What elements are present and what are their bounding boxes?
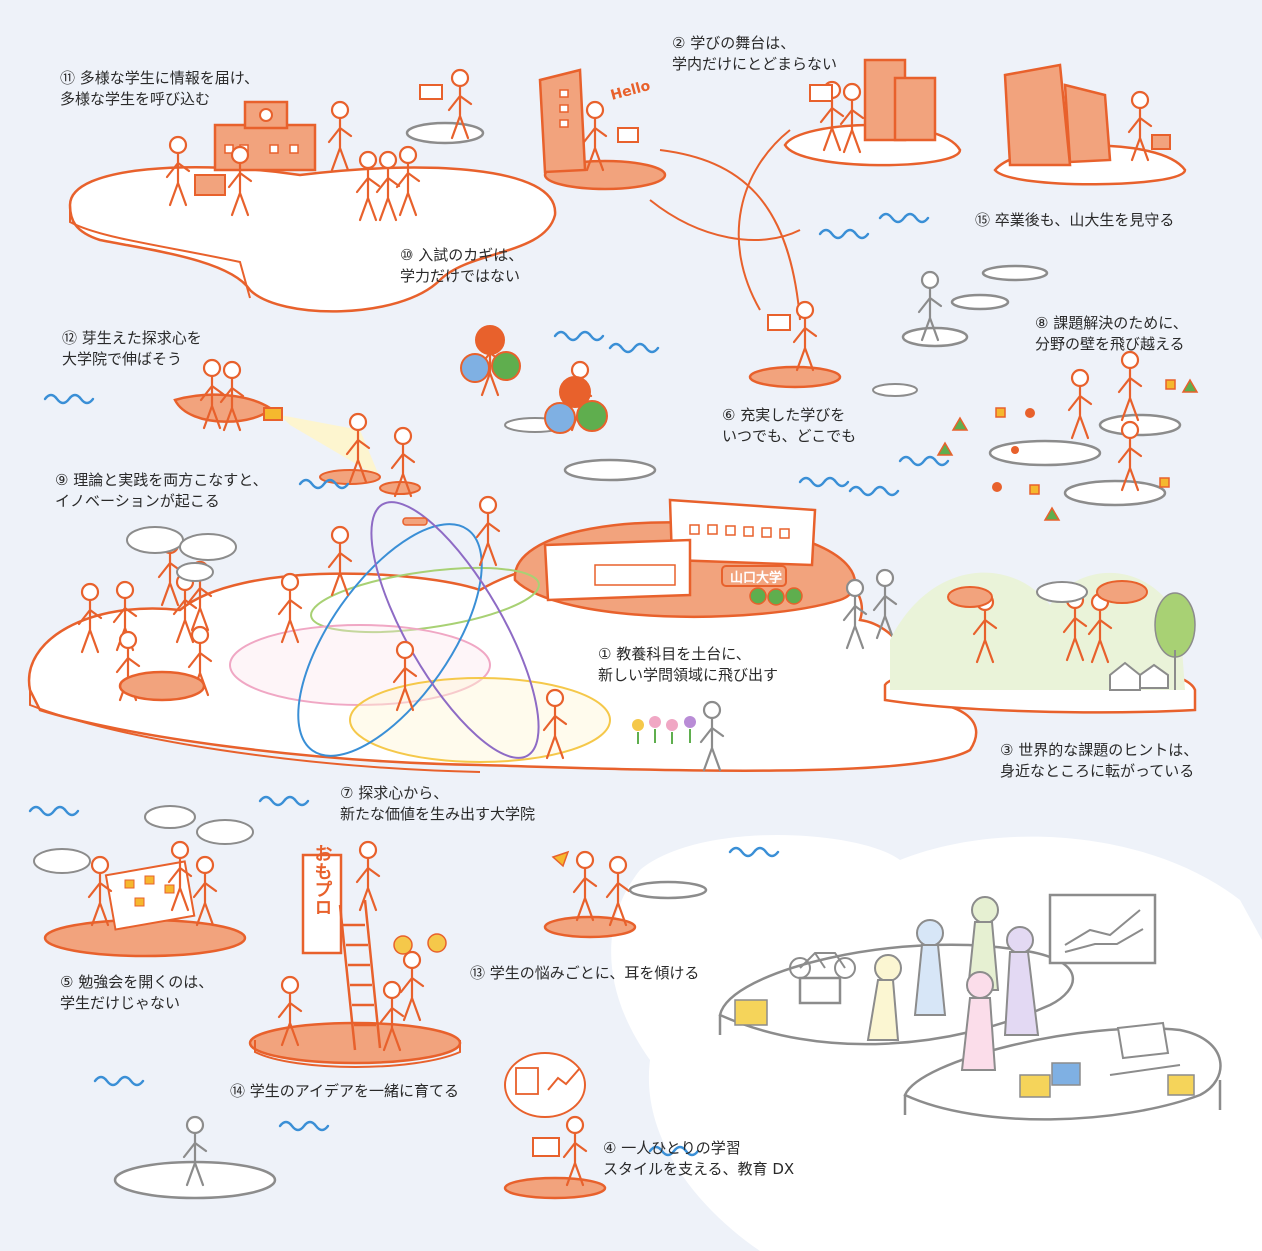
island-global-issues: [883, 572, 1197, 714]
island-graduate-boat: [173, 358, 421, 498]
caption-learning-stage: ② 学びの舞台は、学内だけにとどまらない: [672, 34, 838, 73]
caption-admission: ⑩ 入試のカギは、学力だけではない: [400, 246, 524, 285]
briefcase-icon: [1151, 134, 1171, 150]
laptop-icon: [532, 1137, 560, 1157]
caption-liberal-arts: ① 教養科目を土台に、新しい学問領域に飛び出す: [598, 645, 779, 684]
green-circle-icon: [491, 351, 521, 381]
caption-innovation: ⑨ 理論と実践を両方こなすと、イノベーションが起こる: [55, 471, 268, 510]
caption-study-session: ⑤ 勉強会を開くのは、学生だけじゃない: [60, 973, 214, 1012]
orange-circle-icon: [559, 376, 591, 408]
caption-global-issues: ③ 世界的な課題のヒントは、身近なところに転がっている: [1000, 741, 1199, 780]
shape-triangle-icon: [936, 378, 1199, 521]
flower-icon: [632, 716, 696, 744]
laptop-icon: [767, 314, 791, 331]
green-circle-icon: [576, 400, 608, 432]
island-student-counsel: [543, 850, 708, 939]
laptop-icon: [1109, 1021, 1181, 1076]
university-sign: [721, 565, 787, 587]
laptop-icon: [617, 127, 639, 143]
office-building-icon: [863, 58, 937, 142]
speech-bubble-icon: [33, 805, 254, 874]
tree-icon: [1154, 592, 1196, 690]
shape-square-icon: [995, 379, 1176, 495]
laptop-icon: [419, 84, 443, 100]
island-bottom-left: [113, 1115, 277, 1200]
island-idea-incubation: おもプロ: [248, 840, 462, 1068]
university-sign-text: 山口大学: [730, 570, 782, 586]
office-building-icon: [538, 68, 587, 174]
flashlight-icon: [263, 407, 283, 421]
school-building-icon: [543, 498, 817, 602]
cube-icon: [734, 999, 1195, 1098]
house-icon: [1109, 661, 1169, 691]
caption-student-counsel: ⑬ 学生の悩みごとに、耳を傾ける: [470, 964, 700, 982]
caption-alumni: ⑮ 卒業後も、山大生を見守る: [975, 211, 1175, 229]
island-alumni: [993, 63, 1187, 186]
caption-outreach: ⑪ 多様な学生に情報を届け、多様な学生を呼び込む: [60, 69, 260, 108]
caption-graduate-school: ⑫ 芽生えた探求心を大学院で伸ばそう: [62, 329, 202, 368]
island-anytime: [748, 300, 918, 397]
pad-laptop: [405, 68, 485, 145]
island-education-dx: [503, 1052, 607, 1200]
office-building-icon: [1003, 63, 1112, 167]
blue-circle-icon: [460, 353, 490, 383]
orange-circle-icon: [475, 325, 505, 355]
firework-icon: [393, 933, 447, 955]
banner-icon: [301, 853, 343, 955]
island-hello: Hello: [538, 68, 667, 191]
caption-anytime-learning: ⑥ 充実した学びをいつでも、どこでも: [722, 406, 857, 445]
laptop-icon: [809, 84, 833, 102]
connection-arcs: [649, 129, 801, 321]
caption-education-dx: ④ 一人ひとりの学習スタイルを支える、教育 DX: [603, 1139, 795, 1178]
caption-interdisciplinary: ⑧ 課題解決のために、分野の壁を飛び越える: [1035, 314, 1188, 353]
island-outreach: [68, 100, 557, 313]
island-admission: [460, 325, 657, 482]
banner-text: おもプロ: [312, 844, 333, 916]
island-offsite: [783, 58, 962, 167]
speech-bubble-icon: [947, 580, 1148, 608]
flashlight-beam: [280, 415, 380, 478]
caption-idea-incubation: ⑭ 学生のアイデアを一緒に育てる: [230, 1082, 460, 1100]
island-study-session: [33, 805, 254, 958]
speech-bubble-icon: [126, 526, 237, 582]
shape-circle-icon: [992, 408, 1035, 492]
island-interdisciplinary: [901, 264, 1199, 521]
future-classroom: [718, 893, 1222, 1121]
main-island: 山口大学: [27, 495, 978, 773]
research-ellipses: [229, 501, 611, 763]
speech-bubble-icon: [1036, 581, 1088, 603]
ladder-icon: [338, 899, 382, 1051]
books-icon: [194, 174, 226, 196]
caption-graduate-value: ⑦ 探求心から、新たな価値を生み出す大学院: [340, 784, 536, 823]
blue-circle-icon: [544, 402, 576, 434]
person-figure-icon: [866, 896, 1040, 1071]
